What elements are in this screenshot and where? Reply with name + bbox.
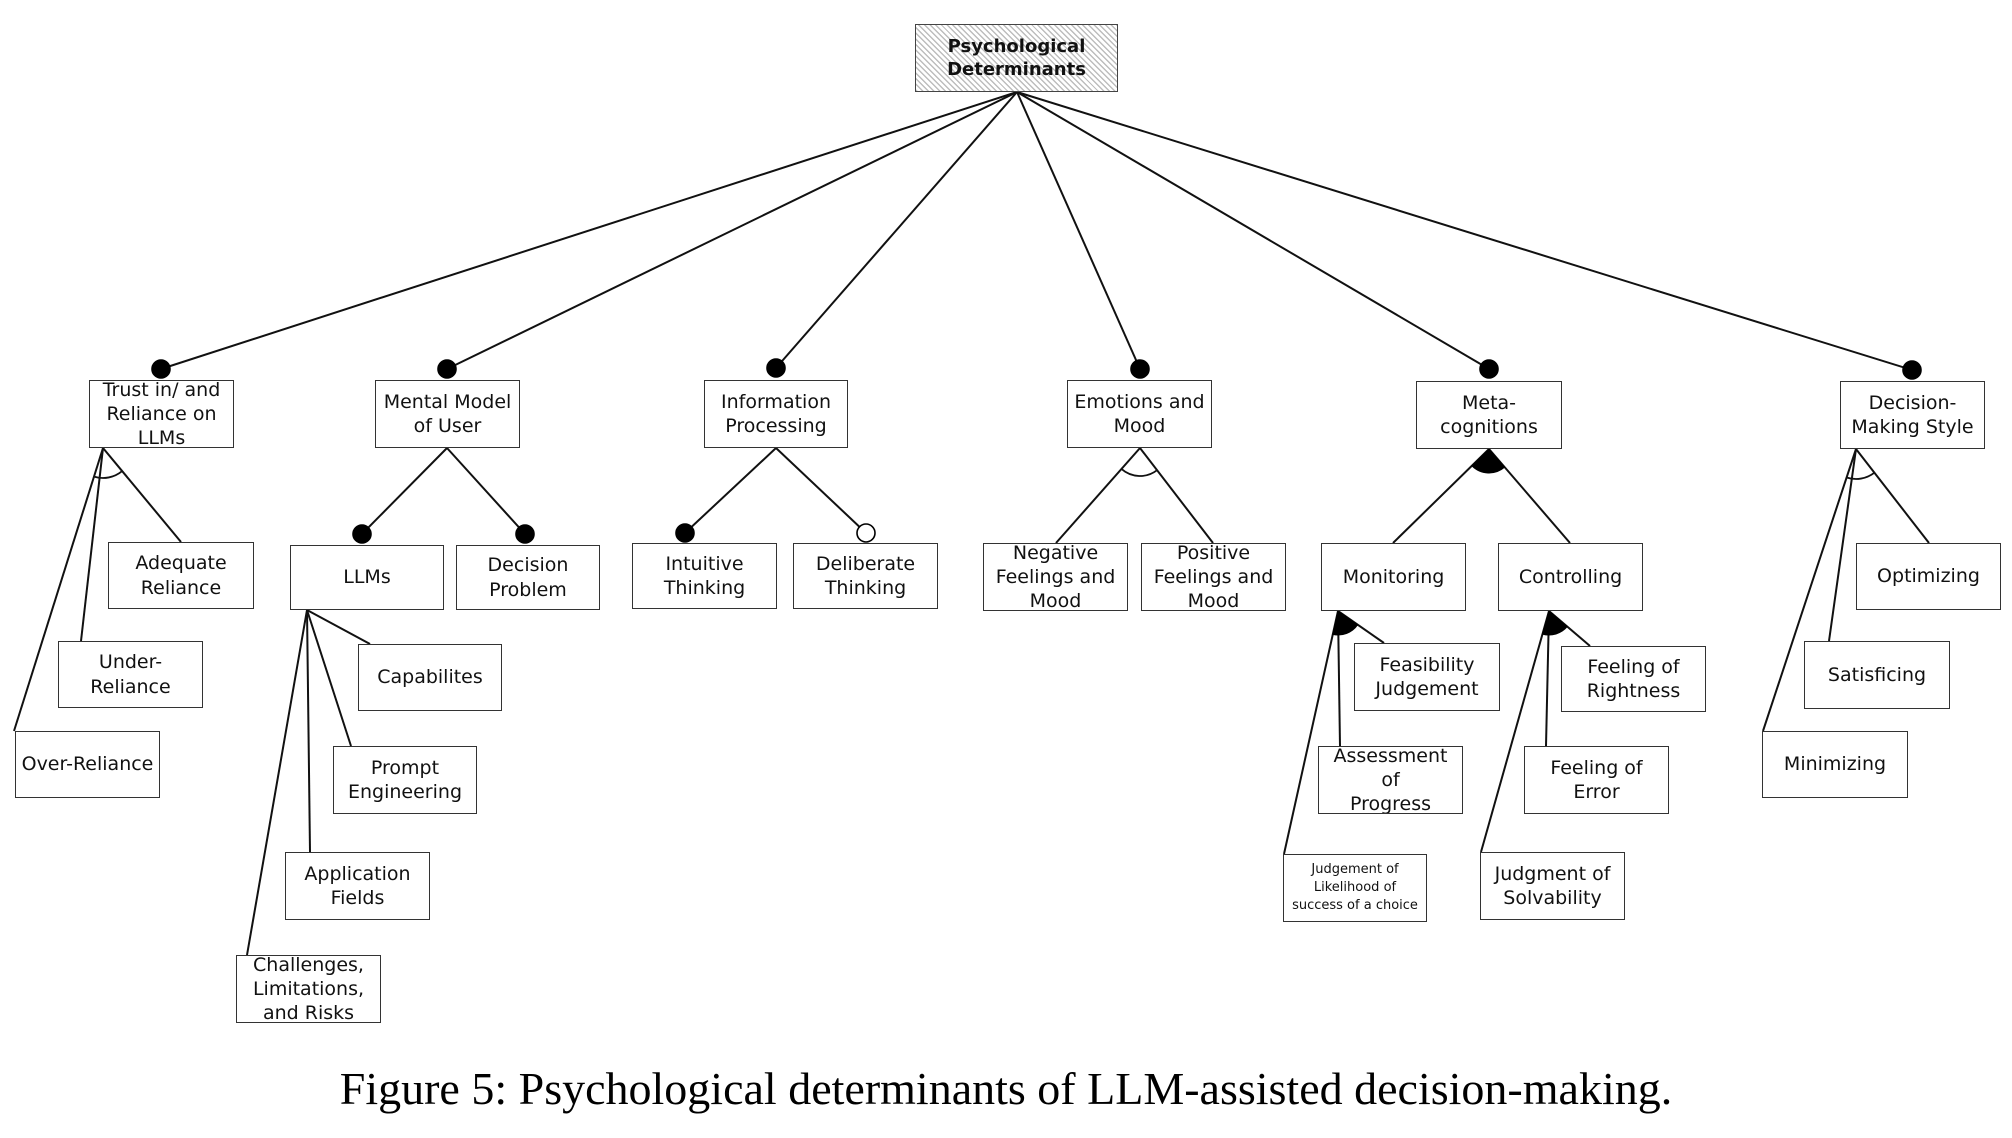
optional-marker-deliberate (856, 523, 876, 543)
node-meta: Meta- cognitions (1416, 381, 1562, 449)
node-satisficing: Satisficing (1804, 641, 1950, 709)
node-prompt: Prompt Engineering (333, 746, 477, 814)
edge-root-emotions (1016, 91, 1141, 370)
edge-root-mental (446, 91, 1018, 370)
mandatory-marker-style (1902, 360, 1922, 380)
edge-emotions-negative (1055, 447, 1141, 544)
edge-llms-prompt (306, 609, 352, 747)
edge-trust-over (13, 447, 104, 732)
node-rightness: Feeling of Rightness (1561, 646, 1706, 712)
edge-emotions-positive (1139, 447, 1214, 544)
alternative-arc-emotions (1120, 468, 1158, 477)
edge (684, 447, 777, 534)
edge (775, 447, 867, 534)
mandatory-marker-meta (1479, 359, 1499, 379)
edge-trust-adequate (102, 447, 182, 543)
mandatory-marker-mental (437, 359, 457, 379)
edge-root-info (775, 91, 1018, 369)
or-arc-meta (1471, 448, 1506, 474)
edge-controlling-solvability (1480, 610, 1550, 853)
node-root: Psychological Determinants (915, 24, 1118, 92)
node-solvability: Judgment of Solvability (1480, 852, 1625, 920)
node-llms: LLMs (290, 545, 444, 610)
edge-llms-challenges (246, 609, 308, 956)
mandatory-marker-info (766, 358, 786, 378)
node-assessment: Assessment of Progress (1318, 746, 1463, 814)
node-under: Under- Reliance (58, 641, 203, 708)
node-over: Over-Reliance (15, 731, 160, 798)
node-emotions: Emotions and Mood (1067, 380, 1212, 448)
edge-root-style (1016, 91, 1913, 371)
node-intuitive: Intuitive Thinking (632, 543, 777, 609)
edge-root-trust (160, 91, 1018, 370)
alternative-arc-trust (93, 470, 123, 479)
figure-caption: Figure 5: Psychological determinants of … (339, 1063, 1673, 1114)
edge-style-minimizing (1762, 448, 1857, 732)
edge-style-satisficing (1828, 448, 1857, 642)
edge (446, 447, 526, 535)
node-controlling: Controlling (1498, 543, 1643, 611)
node-capabilites: Capabilites (358, 644, 502, 711)
node-trust: Trust in/ and Reliance on LLMs (89, 380, 234, 448)
edge-root-meta (1016, 91, 1490, 370)
mandatory-marker-emotions (1130, 359, 1150, 379)
node-decision-problem: Decision Problem (456, 545, 600, 610)
mandatory-marker-decision-problem (515, 524, 535, 544)
mandatory-marker-trust (151, 359, 171, 379)
node-positive: Positive Feelings and Mood (1141, 543, 1286, 611)
node-challenges: Challenges, Limitations, and Risks (236, 955, 381, 1023)
edge-trust-under (80, 447, 104, 642)
edge-style-optimizing (1855, 448, 1930, 544)
node-feasibility: Feasibility Judgement (1354, 643, 1500, 711)
node-deliberate: Deliberate Thinking (793, 543, 938, 609)
node-application: Application Fields (285, 852, 430, 920)
node-error: Feeling of Error (1524, 746, 1669, 814)
edge-monitoring-likelihood (1283, 610, 1339, 855)
alternative-arc-style (1846, 471, 1875, 480)
or-arc-controlling (1541, 610, 1568, 636)
edge-llms-capabilites (306, 609, 371, 645)
edge-llms-application (306, 609, 311, 853)
node-mental: Mental Model of User (375, 380, 520, 448)
mandatory-marker-llms (352, 524, 372, 544)
node-monitoring: Monitoring (1321, 543, 1466, 611)
node-info: Information Processing (704, 380, 848, 448)
node-likelihood: Judgement of Likelihood of success of a … (1283, 854, 1427, 922)
node-optimizing: Optimizing (1856, 543, 2001, 610)
node-minimizing: Minimizing (1762, 731, 1908, 798)
or-arc-monitoring (1332, 610, 1359, 636)
node-style: Decision- Making Style (1840, 381, 1985, 449)
node-negative: Negative Feelings and Mood (983, 543, 1128, 611)
node-adequate: Adequate Reliance (108, 542, 254, 609)
mandatory-marker-intuitive (675, 523, 695, 543)
edge (361, 447, 448, 535)
